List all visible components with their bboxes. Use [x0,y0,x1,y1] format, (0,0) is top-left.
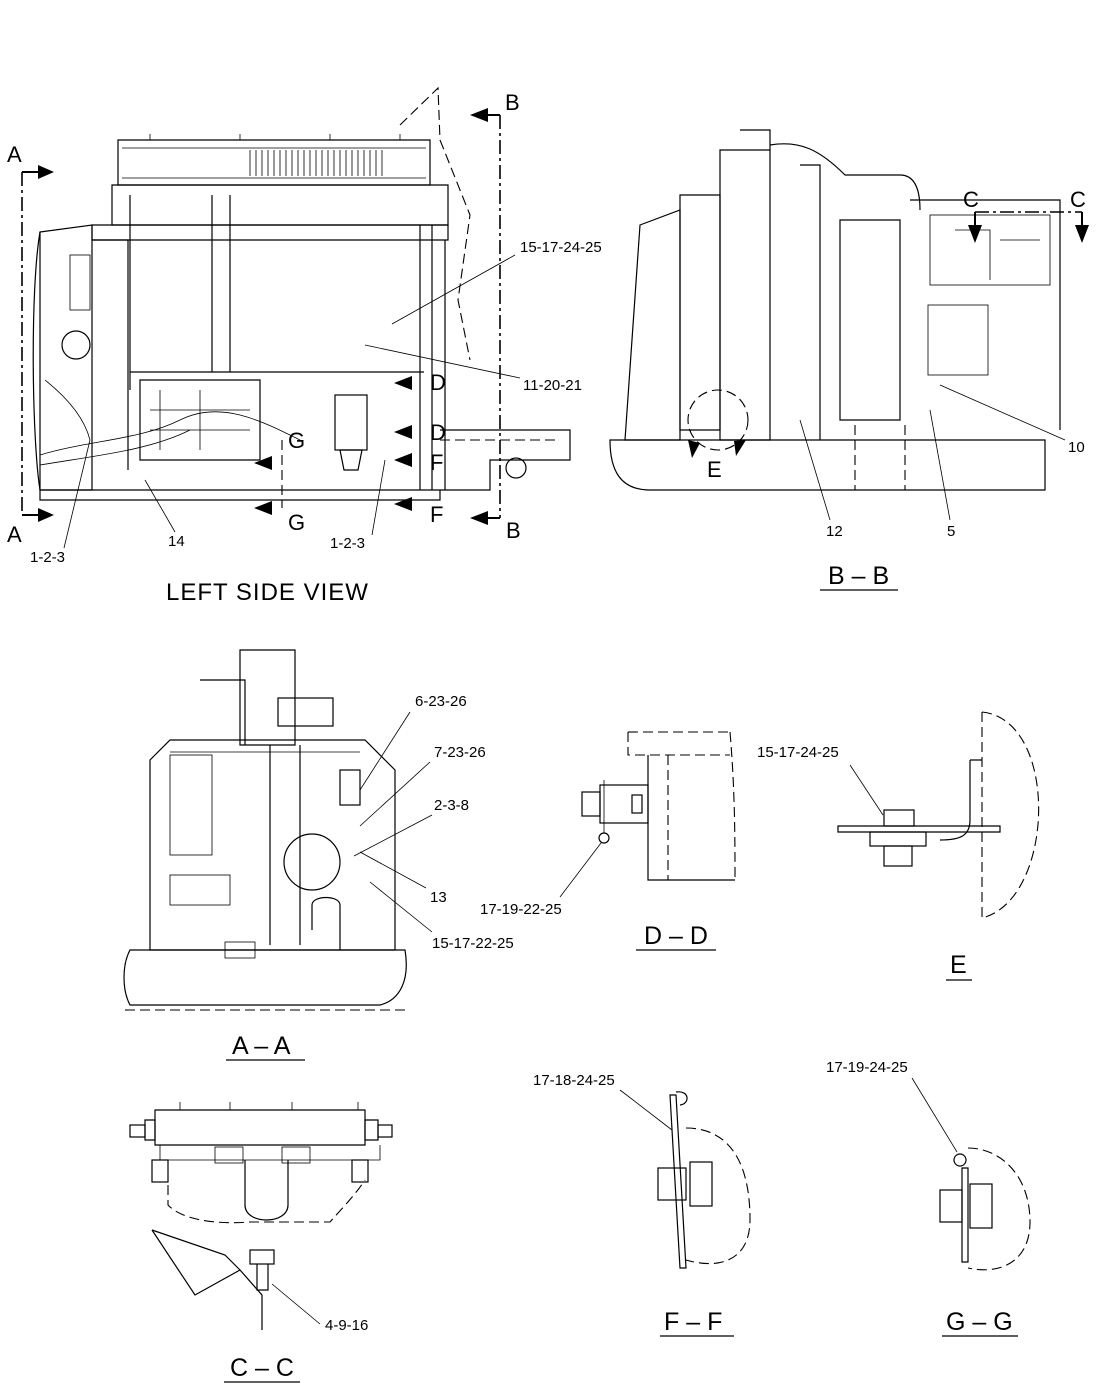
callout-label: 4-9-16 [325,1317,368,1334]
section-letter-d-upper: D [430,370,446,395]
callout-label: 2-3-8 [434,797,469,814]
view-title-c-c: C – C [230,1354,294,1382]
callout-label: 5 [947,523,955,540]
callout-label: 17-19-22-25 [480,901,562,918]
view-title-d-d: D – D [644,922,708,950]
view-title-a-a: A – A [232,1032,291,1060]
section-letter-a-bottom: A [7,522,22,547]
callout-label: 14 [168,533,185,550]
callout-label: 10 [1068,439,1085,456]
callout-label: 17-19-24-25 [826,1059,908,1076]
section-view-c-c: 4-9-16 C – C [129,1102,393,1383]
callout-label: 11-20-21 [523,377,582,394]
section-letter-c-right: C [1070,187,1086,212]
section-view-d-d: 17-19-22-25 D – D [480,731,736,951]
section-letter-a-top: A [7,142,22,167]
view-title-g-g: G – G [946,1308,1013,1336]
section-letter-f-mid: F [430,450,443,475]
callout-label: 1-2-3 [330,535,365,552]
section-letter-g-bottom: G [288,510,305,535]
view-title-e: E [950,951,967,979]
callout-label: 7-23-26 [434,744,486,761]
view-title-f-f: F – F [664,1308,722,1336]
section-view-f-f: 17-18-24-25 F – F [533,1072,751,1337]
callout-label: 15-17-22-25 [432,935,514,952]
section-view-a-a: 6-23-26 7-23-26 2-3-8 13 15-17-22-25 A –… [123,649,514,1061]
section-letter-d-lower: D [430,420,446,445]
callout-label: 17-18-24-25 [533,1072,615,1089]
section-letter-b-bottom: B [506,518,521,543]
section-view-b-b: C C E 10 12 5 B – B [609,129,1089,591]
callout-label: 15-17-24-25 [757,744,839,761]
view-title-b-b: B – B [828,562,889,590]
section-letter-c-left: C [963,187,979,212]
callout-label: 15-17-24-25 [520,239,602,256]
radiator-fins [249,150,383,176]
view-title-left-side: LEFT SIDE VIEW [166,579,369,606]
callout-label: 13 [430,889,447,906]
left-side-view: B B A A D D F F G G 15-17-24-25 11-20-21… [7,86,602,606]
section-letter-f-bottom: F [430,502,443,527]
section-view-g-g: 17-19-24-25 G – G [826,1059,1031,1337]
section-letter-g-mid: G [288,428,305,453]
callout-label: 12 [826,523,843,540]
section-letter-b-top: B [505,90,520,115]
section-letter-e: E [707,457,722,482]
callout-label: 1-2-3 [30,549,65,566]
callout-label: 6-23-26 [415,693,467,710]
detail-view-e: 15-17-24-25 E [757,711,1040,981]
